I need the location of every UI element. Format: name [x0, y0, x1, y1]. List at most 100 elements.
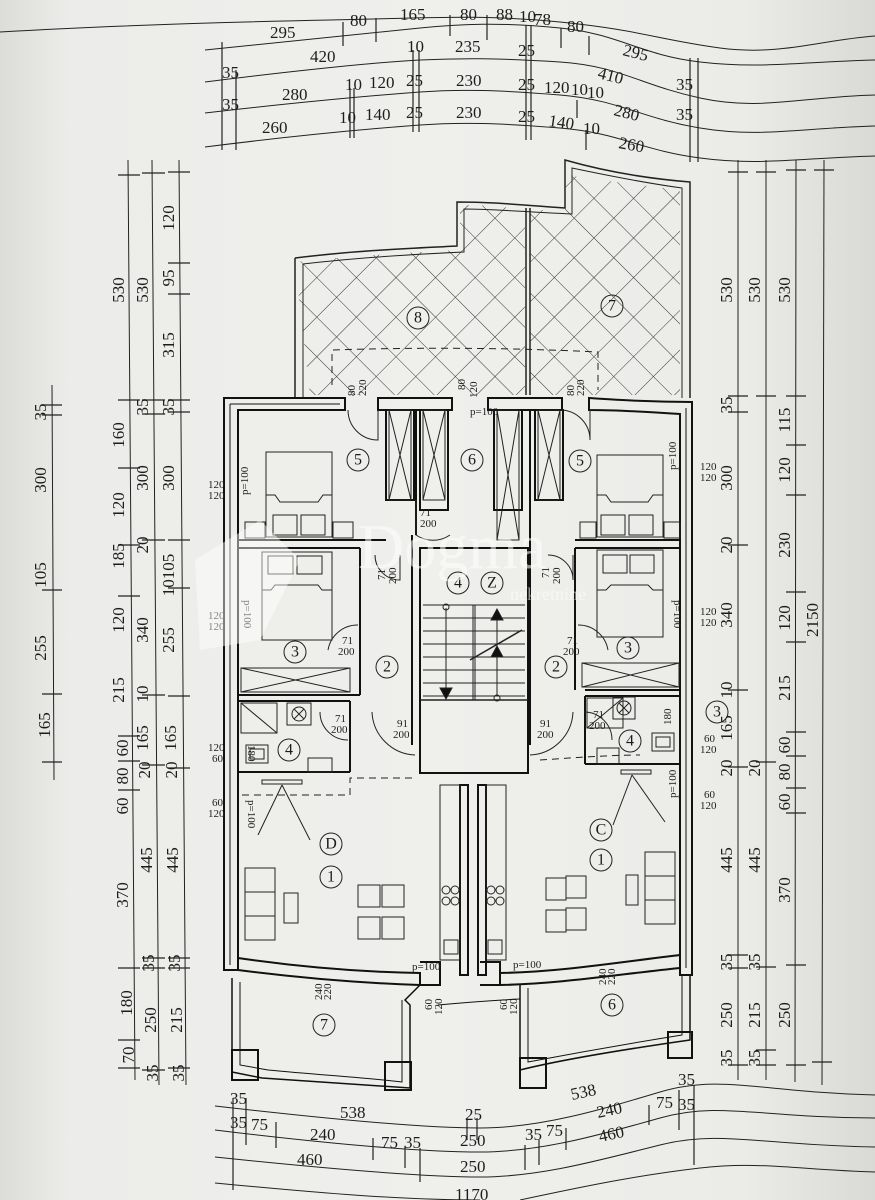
- dim-left-60b: 60: [113, 798, 132, 815]
- room-4-bath-right: 4: [626, 733, 634, 750]
- dim-right-115: 115: [775, 408, 794, 433]
- dim-top-3-230: 230: [456, 71, 482, 90]
- parapet-balcony-right: p=100: [513, 959, 542, 971]
- dim-right-80: 80: [775, 764, 794, 781]
- dim-left-35g: 35: [169, 1065, 188, 1082]
- dim-right-35c: 35: [717, 1050, 736, 1067]
- dim-top-4-35: 35: [222, 95, 239, 114]
- dim-bottom-538b: 538: [569, 1080, 598, 1104]
- door-71-bed3a: 71: [342, 635, 353, 647]
- door-200-bed3-left: 200: [387, 567, 399, 584]
- apartment-C-label: C: [596, 822, 607, 839]
- room-1-living-right: 1: [597, 852, 605, 869]
- dim-bottom-25: 25: [465, 1105, 482, 1124]
- dim-top-4-10b: 10: [583, 119, 600, 138]
- living-room-furniture: [242, 754, 676, 961]
- dim-right-120b: 120: [775, 605, 794, 631]
- room-3-bedroom-left: 3: [291, 644, 299, 661]
- dim-bottom-240a: 240: [310, 1125, 336, 1144]
- window-60-living-left: 60: [212, 797, 224, 809]
- window-120-living-right: 120: [700, 800, 717, 812]
- dim-left-10105b: 10105: [159, 554, 178, 597]
- dim-left-120a: 120: [109, 492, 128, 518]
- watermark-subtitle: nekretnine: [510, 584, 586, 604]
- bottom-dimension-lines: [214, 1083, 875, 1200]
- room-3-bedroom-right: 3: [624, 640, 632, 657]
- dim-left-300c: 300: [159, 465, 178, 491]
- window-120-bath-right: 120: [700, 744, 717, 756]
- parapet-bed3-right: p=100: [671, 600, 683, 629]
- window-120-bath-left: 120: [208, 742, 225, 754]
- opening-labels: 80 220 80 120 80 220 p=100 71 200 71 200…: [208, 379, 717, 1016]
- dim-left-35b: 35: [133, 399, 152, 416]
- bathroom-fixtures: [240, 696, 675, 773]
- dim-bottom-35a: 35: [230, 1089, 247, 1108]
- dim-bottom-75d: 75: [656, 1093, 673, 1112]
- dim-left-300b: 300: [133, 465, 152, 491]
- dim-right-35d: 35: [745, 954, 764, 971]
- dim-left-80: 80: [113, 768, 132, 785]
- wardrobes: [240, 409, 680, 693]
- dim-bottom-35c: 35: [230, 1113, 247, 1132]
- dim-left-outer-300: 300: [31, 467, 50, 493]
- room-6-storage: 6: [468, 452, 476, 469]
- left-dimension-labels: 35 300 105 255 165 530 160 120 185 120 2…: [31, 205, 188, 1081]
- dim-right-230: 230: [775, 532, 794, 558]
- parapet-bed5-right: p=100: [667, 441, 679, 470]
- window-120-bed3-right-b: 120: [700, 617, 717, 629]
- dim-top-1-165: 165: [400, 5, 426, 24]
- dim-top-4-260b: 260: [617, 133, 645, 156]
- dim-right-60b: 60: [775, 794, 794, 811]
- dim-left-255b: 255: [159, 627, 178, 653]
- door-71-bed3-right: 71: [540, 567, 552, 578]
- door-swings: [319, 409, 613, 756]
- right-dimension-labels: 530 35 300 20 340 10 165 20 445 35 250 3…: [717, 277, 822, 1066]
- dim-bottom-250b: 250: [460, 1157, 486, 1176]
- dim-right-2150: 2150: [803, 603, 822, 637]
- dim-right-20b: 20: [717, 760, 736, 777]
- dim-left-530a: 530: [109, 277, 128, 303]
- dim-top-3-25b: 25: [518, 75, 535, 94]
- dim-right-250b: 250: [775, 1002, 794, 1028]
- dim-left-370: 370: [113, 882, 132, 908]
- dim-left-165c: 165: [161, 725, 180, 751]
- dim-right-530b: 530: [745, 277, 764, 303]
- parapet-living-left: p=100: [245, 800, 257, 829]
- dim-top-4-140: 140: [365, 105, 391, 124]
- dim-left-35e: 35: [159, 399, 178, 416]
- dim-top-2-25: 25: [518, 41, 535, 60]
- room-6-balcony-right: 6: [608, 997, 616, 1014]
- door-200-bath-left: 200: [331, 724, 348, 736]
- dim-top-4-260: 260: [262, 118, 288, 137]
- dim-left-185: 185: [109, 543, 128, 569]
- dim-left-180: 180: [117, 990, 136, 1016]
- room-4-bath-left: 4: [285, 742, 293, 759]
- dim-right-370: 370: [775, 877, 794, 903]
- dim-bottom-538a: 538: [340, 1103, 366, 1122]
- dim-left-315: 315: [159, 332, 178, 358]
- dim-left-250: 250: [141, 1007, 160, 1033]
- dim-top-1-88: 88: [496, 5, 513, 24]
- door-71-storage: 71: [420, 507, 431, 519]
- room-labels: [277, 294, 729, 1037]
- window-label-80: 80: [456, 379, 468, 391]
- dim-left-20c: 20: [135, 762, 154, 779]
- dim-top-3-10c: 10: [587, 83, 604, 102]
- room-2-hall-left: 2: [383, 659, 391, 676]
- dim-right-445a: 445: [717, 847, 736, 873]
- door-200-bed3a: 200: [338, 646, 355, 658]
- beds: [244, 451, 681, 641]
- dim-top-2-420: 420: [310, 47, 336, 66]
- dim-left-120b: 120: [109, 607, 128, 633]
- dim-top-1-80c: 80: [567, 17, 584, 36]
- dim-top-1-10: 10: [519, 7, 536, 26]
- parapet-living-right: p=100: [667, 769, 679, 798]
- dim-right-445b: 445: [745, 847, 764, 873]
- top-dimension-lines: [0, 16, 875, 162]
- door-71-bath-left: 71: [335, 713, 346, 725]
- door-label-220-right: 220: [575, 379, 587, 396]
- right-dimension-lines: [737, 159, 825, 1086]
- room-7-balcony-left: 7: [320, 1017, 328, 1034]
- dim-bottom-250a: 250: [460, 1131, 486, 1150]
